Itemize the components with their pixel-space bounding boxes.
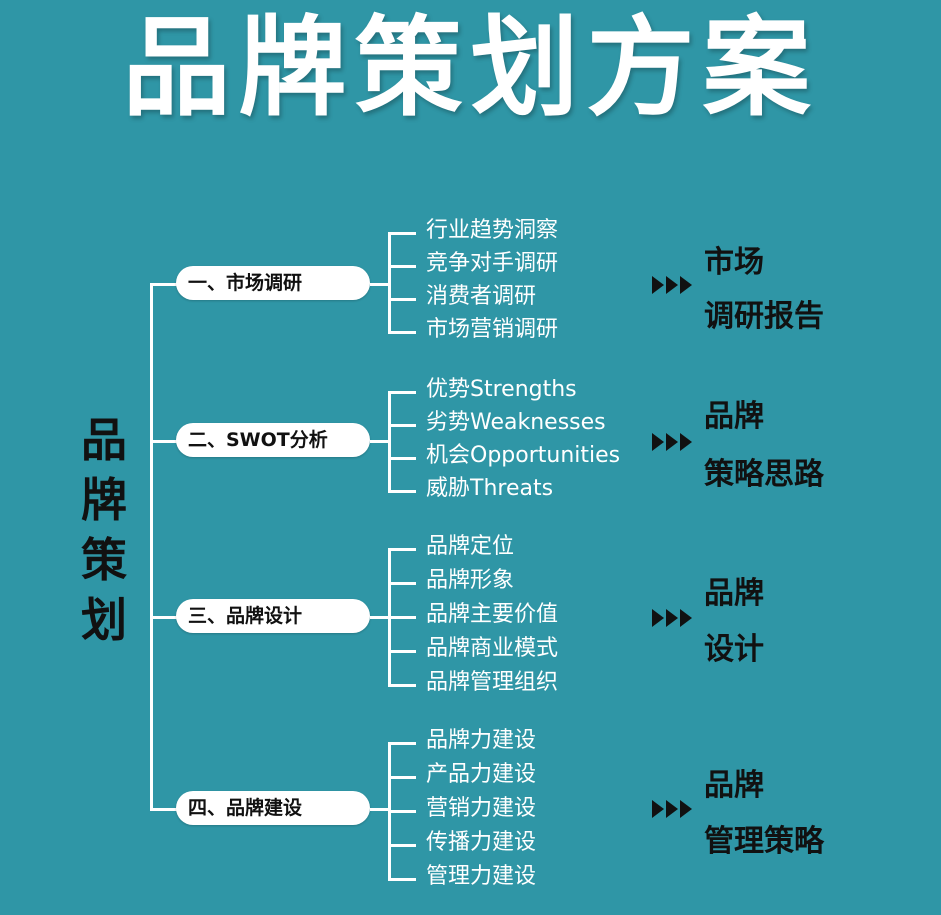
section-label: 四、品牌建设 <box>176 791 370 825</box>
list-item: 机会Opportunities <box>426 443 621 468</box>
list-item: 品牌商业模式 <box>426 636 559 661</box>
tick-line <box>388 298 416 301</box>
list-item: 市场营销调研 <box>426 317 559 342</box>
outcome-label: 品牌 策略思路 <box>704 388 824 504</box>
outcome-label: 品牌 设计 <box>704 566 764 678</box>
bracket-line <box>388 232 391 332</box>
list-item: 品牌形象 <box>426 568 515 593</box>
page-title: 品牌策划方案 <box>122 6 819 131</box>
tick-line <box>388 582 416 585</box>
list-item: 威胁Threats <box>426 476 554 501</box>
outcome-line: 管理策略 <box>704 824 824 859</box>
list-item: 品牌管理组织 <box>426 670 559 695</box>
tick-line <box>388 490 416 493</box>
list-item: 品牌定位 <box>426 534 515 559</box>
triple-chevron-arrow-icon <box>652 800 692 818</box>
tick-line <box>388 424 416 427</box>
branch-line <box>150 440 178 443</box>
tick-line <box>388 232 416 235</box>
list-item: 竞争对手调研 <box>426 251 559 276</box>
branch-line <box>150 616 178 619</box>
outcome-line: 品牌 <box>704 576 764 611</box>
outcome-line: 市场 <box>704 245 764 280</box>
outcome-line: 策略思路 <box>704 457 824 492</box>
list-item: 优势Strengths <box>426 377 577 402</box>
list-item: 品牌力建设 <box>426 728 537 753</box>
section-label: 三、品牌设计 <box>176 599 370 633</box>
tick-line <box>388 650 416 653</box>
tick-line <box>388 457 416 460</box>
list-item: 品牌主要价值 <box>426 602 559 627</box>
tick-line <box>388 844 416 847</box>
connector-line <box>370 808 390 811</box>
list-item: 行业趋势洞察 <box>426 218 559 243</box>
tick-line <box>388 878 416 881</box>
list-item: 消费者调研 <box>426 284 537 309</box>
branch-line <box>150 808 178 811</box>
list-item: 管理力建设 <box>426 864 537 889</box>
section-label: 一、市场调研 <box>176 266 370 300</box>
list-item: 营销力建设 <box>426 796 537 821</box>
tick-line <box>388 776 416 779</box>
root-label: 品 牌 策 划 <box>72 410 136 650</box>
root-char: 牌 <box>81 473 127 527</box>
trunk-line <box>150 283 153 811</box>
triple-chevron-arrow-icon <box>652 609 692 627</box>
connector-line <box>370 440 390 443</box>
tick-line <box>388 616 416 619</box>
root-char: 品 <box>81 413 127 467</box>
branch-line <box>150 283 178 286</box>
tick-line <box>388 265 416 268</box>
outcome-line: 品牌 <box>704 768 764 803</box>
tick-line <box>388 548 416 551</box>
tick-line <box>388 742 416 745</box>
tick-line <box>388 331 416 334</box>
triple-chevron-arrow-icon <box>652 276 692 294</box>
outcome-label: 市场 调研报告 <box>704 236 824 344</box>
outcome-line: 设计 <box>704 632 764 667</box>
section-label: 二、SWOT分析 <box>176 423 370 457</box>
list-item: 产品力建设 <box>426 762 537 787</box>
list-item: 劣势Weaknesses <box>426 410 606 435</box>
root-char: 划 <box>81 593 127 647</box>
triple-chevron-arrow-icon <box>652 433 692 451</box>
outcome-label: 品牌 管理策略 <box>704 758 824 870</box>
outcome-line: 品牌 <box>704 399 764 434</box>
root-char: 策 <box>81 533 127 587</box>
tick-line <box>388 391 416 394</box>
tick-line <box>388 684 416 687</box>
bracket-line <box>388 391 391 491</box>
tick-line <box>388 810 416 813</box>
outcome-line: 调研报告 <box>704 299 824 334</box>
list-item: 传播力建设 <box>426 830 537 855</box>
connector-line <box>370 283 390 286</box>
connector-line <box>370 616 390 619</box>
